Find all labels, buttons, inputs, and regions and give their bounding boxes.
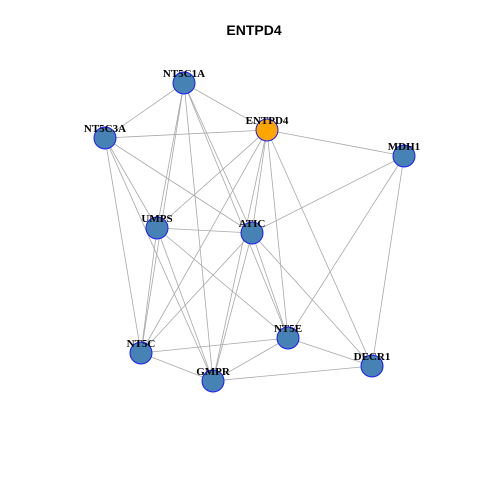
node-label-nt5c1a: NT5C1A <box>163 68 205 80</box>
diagram-title: ENTPD4 <box>226 22 281 38</box>
edge-nt5e-decr1 <box>287 337 373 367</box>
edge-nt5c1a-atic <box>183 82 253 234</box>
node-circle-nt5c[interactable] <box>129 341 153 365</box>
edge-nt5c1a-umps <box>156 82 185 229</box>
node-circle-atic[interactable] <box>240 221 264 245</box>
node-atic[interactable]: ATIC <box>239 218 266 245</box>
node-circle-mdh1[interactable] <box>392 144 416 168</box>
edge-nt5c1a-nt5e <box>183 82 289 339</box>
edge-nt5c3a-atic <box>104 137 253 234</box>
node-nt5c[interactable]: NT5C <box>127 338 156 365</box>
edge-entpd4-umps <box>156 129 268 229</box>
edge-nt5c1a-nt5c3a <box>104 82 185 139</box>
node-label-nt5c3a: NT5C3A <box>84 123 126 135</box>
edge-nt5e-nt5c <box>140 337 289 354</box>
edge-umps-atic <box>156 227 253 234</box>
node-circle-decr1[interactable] <box>360 354 384 378</box>
edge-nt5c1a-gmpr <box>183 82 214 382</box>
node-circle-umps[interactable] <box>145 216 169 240</box>
edge-mdh1-nt5e <box>287 155 405 339</box>
edge-atic-nt5c <box>140 232 253 354</box>
edge-umps-nt5c <box>140 227 158 354</box>
node-circle-nt5e[interactable] <box>276 326 300 350</box>
node-nt5c3a[interactable]: NT5C3A <box>84 123 126 150</box>
edge-nt5c3a-entpd4 <box>104 129 268 139</box>
node-label-nt5c: NT5C <box>127 338 156 350</box>
edge-atic-decr1 <box>251 232 373 367</box>
edge-atic-gmpr <box>212 232 253 382</box>
node-label-gmpr: GMPR <box>196 366 231 378</box>
edge-nt5e-gmpr <box>212 337 289 382</box>
node-label-nt5e: NT5E <box>274 323 302 335</box>
node-label-umps: UMPS <box>141 213 172 225</box>
node-label-decr1: DECR1 <box>354 351 391 363</box>
edge-entpd4-nt5e <box>266 129 289 339</box>
edge-entpd4-nt5c <box>140 129 268 354</box>
edge-nt5c1a-entpd4 <box>183 82 268 131</box>
edge-nt5c3a-nt5c <box>104 137 142 354</box>
node-circle-entpd4[interactable] <box>255 118 279 142</box>
node-mdh1[interactable]: MDH1 <box>388 141 420 168</box>
node-circle-nt5c3a[interactable] <box>93 126 117 150</box>
edge-mdh1-decr1 <box>371 155 405 367</box>
edge-entpd4-gmpr <box>212 129 268 382</box>
node-circle-gmpr[interactable] <box>201 369 225 393</box>
node-label-entpd4: ENTPD4 <box>246 115 289 127</box>
node-decr1[interactable]: DECR1 <box>354 351 391 378</box>
node-circle-nt5c1a[interactable] <box>172 71 196 95</box>
edge-entpd4-decr1 <box>266 129 373 367</box>
edge-umps-nt5e <box>156 227 289 339</box>
node-nt5e[interactable]: NT5E <box>274 323 302 350</box>
edge-nt5c-gmpr <box>140 352 214 382</box>
node-entpd4[interactable]: ENTPD4 <box>246 115 289 142</box>
edge-mdh1-atic <box>251 155 405 234</box>
edge-entpd4-mdh1 <box>266 129 405 157</box>
edge-nt5c3a-umps <box>104 137 158 229</box>
edge-umps-gmpr <box>156 227 214 382</box>
edge-atic-nt5e <box>251 232 289 339</box>
edge-gmpr-decr1 <box>212 365 373 382</box>
edge-layer <box>104 82 405 382</box>
node-nt5c1a[interactable]: NT5C1A <box>163 68 205 95</box>
node-label-mdh1: MDH1 <box>388 141 420 153</box>
node-gmpr[interactable]: GMPR <box>196 366 231 393</box>
node-label-atic: ATIC <box>239 218 266 230</box>
edge-nt5c3a-gmpr <box>104 137 214 382</box>
node-umps[interactable]: UMPS <box>141 213 173 240</box>
edge-entpd4-atic <box>251 129 268 234</box>
